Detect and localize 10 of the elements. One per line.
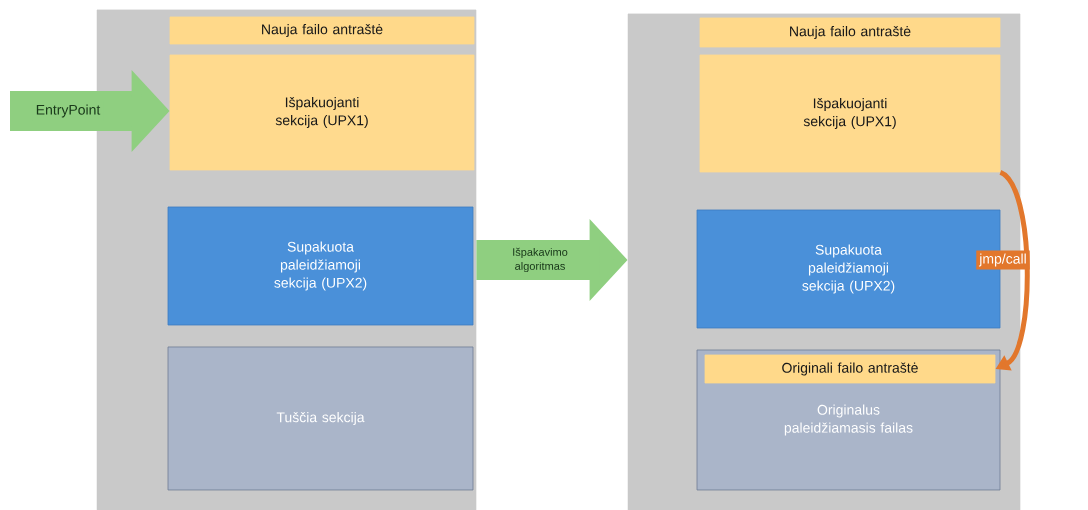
section-box: Tuščia sekcija — [167, 346, 474, 491]
header-band: Nauja failo antraštė — [169, 16, 475, 45]
edge-label: jmp/call — [976, 250, 1030, 270]
section-box: Išpakuojanti sekcija (UPX1) — [699, 54, 1001, 173]
header-band: Nauja failo antraštė — [699, 17, 1001, 48]
edge-label: EntryPoint — [32, 101, 104, 121]
section-box: Išpakuojanti sekcija (UPX1) — [169, 54, 475, 171]
edge-label: Išpakavimo algoritmas — [507, 244, 573, 276]
section-box: Supakuota paleidžiamoji sekcija (UPX2) — [167, 206, 474, 326]
header-band: Originali failo antraštė — [704, 354, 996, 384]
